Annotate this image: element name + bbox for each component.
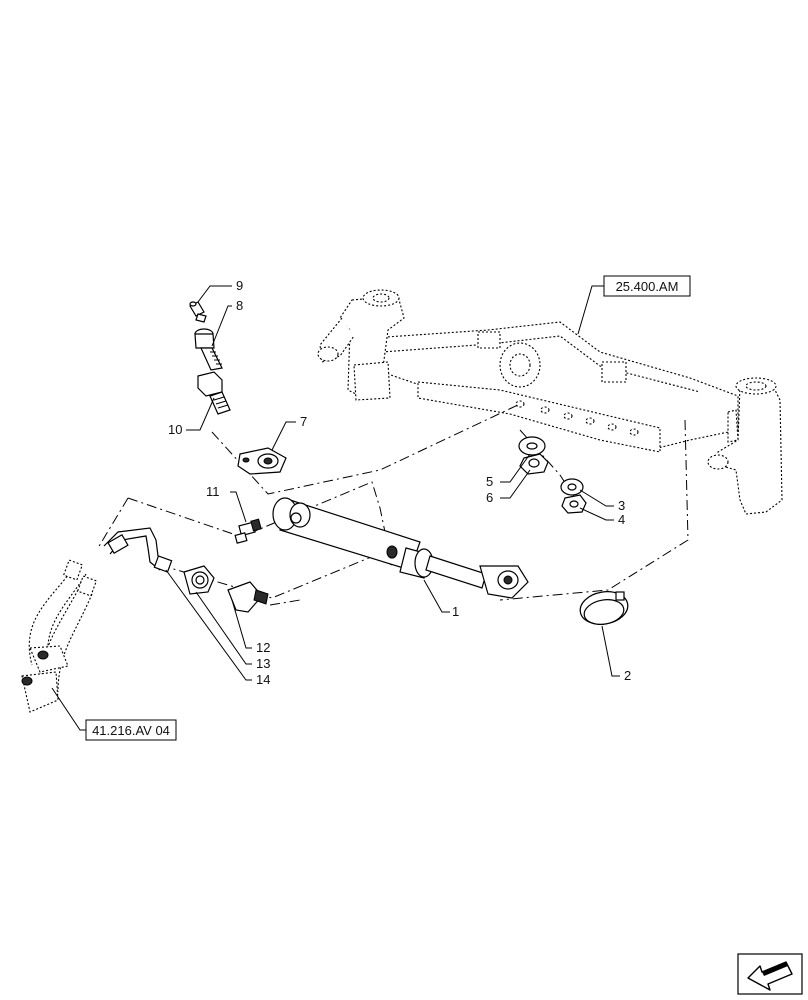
part-12-elbow xyxy=(227,581,269,613)
callout-3: 3 xyxy=(618,498,625,513)
callout-6: 6 xyxy=(486,490,493,505)
part-3-washer xyxy=(560,478,584,496)
hydraulic-hoses-ghost xyxy=(21,559,98,713)
arrow-icon[interactable] xyxy=(737,953,803,995)
callout-7: 7 xyxy=(300,414,307,429)
callout-4: 4 xyxy=(618,512,625,527)
ref-box-axle[interactable]: 25.400.AM xyxy=(603,275,691,297)
ref-box-hose[interactable]: 41.216.AV 04 xyxy=(85,719,177,741)
part-8-bolt xyxy=(194,328,223,371)
callout-13: 13 xyxy=(256,656,270,671)
part-4-nut xyxy=(561,494,587,514)
callout-14: 14 xyxy=(256,672,270,687)
part-10-hex-bolt xyxy=(197,371,231,415)
part-9-grease-nipple xyxy=(189,301,207,323)
callout-9: 9 xyxy=(236,278,243,293)
part-1-steering-cylinder xyxy=(272,497,529,599)
callout-leaders xyxy=(51,285,620,731)
part-7-spacer xyxy=(237,447,287,475)
ref-label-axle: 25.400.AM xyxy=(616,279,679,294)
part-6-nut xyxy=(519,453,549,475)
ref-label-hose: 41.216.AV 04 xyxy=(92,723,170,738)
callout-5: 5 xyxy=(486,474,493,489)
callout-numbers: 9 8 10 7 11 1 2 5 6 3 4 12 13 14 xyxy=(168,278,631,687)
callout-11: 11 xyxy=(206,484,220,499)
callout-2: 2 xyxy=(624,668,631,683)
assembly-center-lines xyxy=(97,403,689,606)
callout-12: 12 xyxy=(256,640,270,655)
callout-1: 1 xyxy=(452,604,459,619)
part-2-clamp-ring xyxy=(579,591,629,625)
part-5-washer xyxy=(518,436,546,456)
part-11-fitting xyxy=(234,518,262,544)
steel-tube-assembly xyxy=(103,527,173,573)
callout-10: 10 xyxy=(168,422,182,437)
part-13-fitting xyxy=(183,565,215,595)
callout-8: 8 xyxy=(236,298,243,313)
front-axle-ghost xyxy=(317,289,783,515)
